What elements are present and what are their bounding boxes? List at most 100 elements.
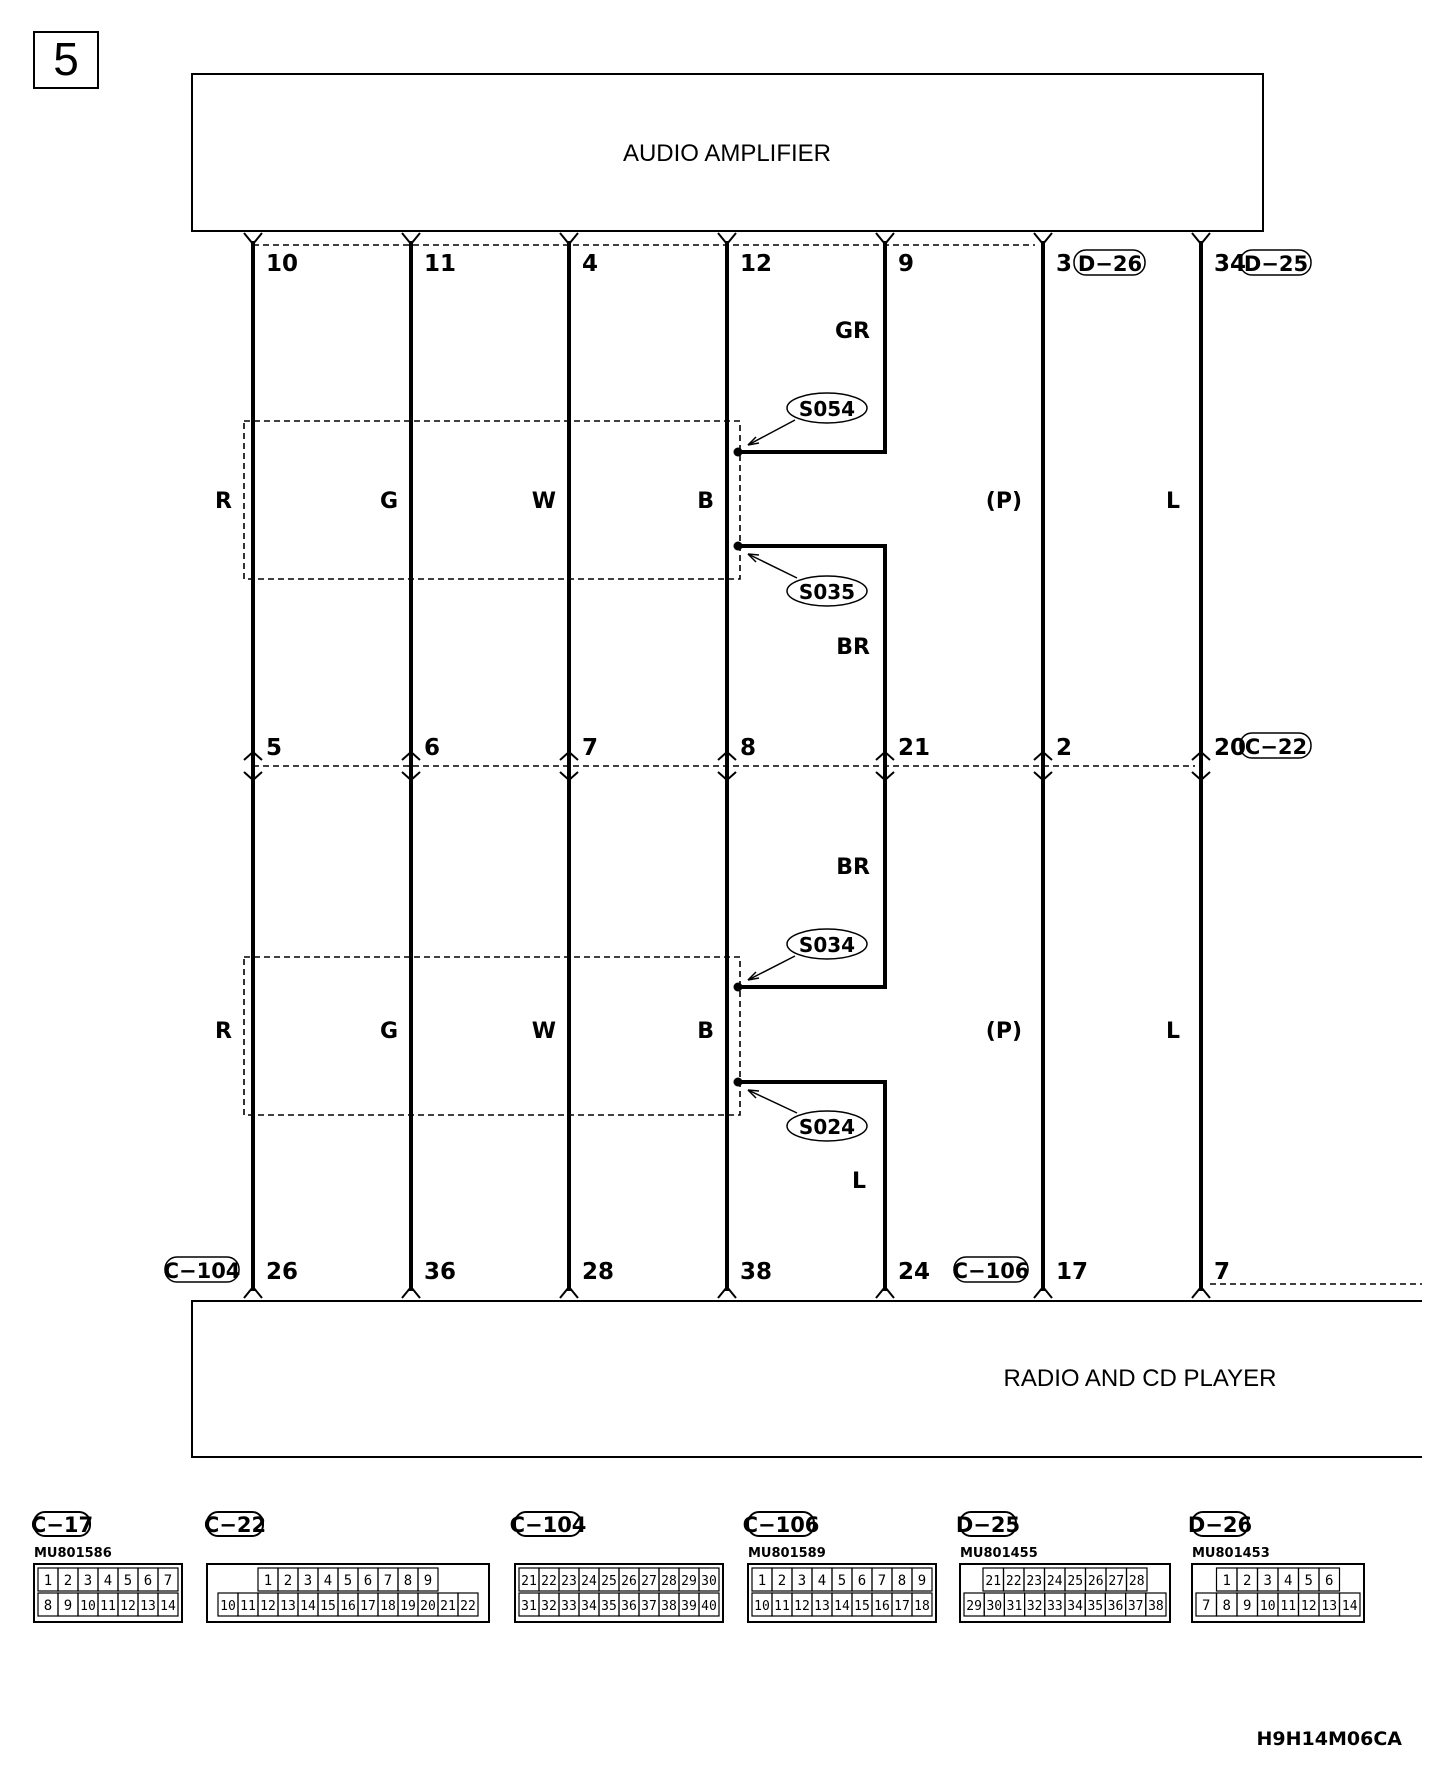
- connector-pin-number: 4: [104, 1573, 112, 1589]
- connector-pin-number: 1: [264, 1573, 272, 1589]
- connector-pin-number: 5: [344, 1573, 352, 1589]
- connector-pin-number: 38: [661, 1599, 677, 1614]
- pin-label: 38: [740, 1259, 772, 1285]
- svg-text:D−26: D−26: [1078, 252, 1142, 276]
- connector-pin-number: 2: [1243, 1573, 1251, 1589]
- wire-color-label: R: [215, 1019, 232, 1044]
- amplifier-terminal-mark: [401, 232, 421, 246]
- radio-cd-player-label: RADIO AND CD PLAYER: [1004, 1365, 1277, 1392]
- connector-tag-c106: C−106: [953, 1256, 1030, 1283]
- connector-pin-number: 10: [80, 1599, 96, 1614]
- connector-pin-number: 18: [380, 1599, 396, 1614]
- connector-pin-number: 10: [220, 1599, 236, 1614]
- connector-pin-number: 29: [681, 1574, 697, 1589]
- wire-color-label: W: [532, 489, 556, 514]
- connector-tag-d26: D−26: [1073, 249, 1146, 276]
- connector-pin-number: 1: [44, 1573, 52, 1589]
- connector-pin-number: 38: [1148, 1599, 1164, 1614]
- connector-pin-number: 7: [878, 1573, 886, 1589]
- connector-pin-number: 12: [1301, 1599, 1317, 1614]
- connector-pin-cell: [911, 1592, 933, 1617]
- connector-pin-number: 10: [1260, 1599, 1276, 1614]
- amplifier-terminal-mark: [717, 232, 737, 246]
- connector-pin-cell: [911, 1567, 933, 1592]
- radio-terminal-mark: [559, 1285, 579, 1299]
- connector-pin-number: 35: [601, 1599, 617, 1614]
- connector-pin-number: 11: [100, 1599, 116, 1614]
- connector-pin-number: 4: [818, 1573, 826, 1589]
- connector-pin-number: 6: [858, 1573, 866, 1589]
- inline-connector-mark: [559, 750, 579, 782]
- splice-dot-s054: [733, 447, 743, 457]
- wire-color-label: B: [697, 1019, 714, 1044]
- splice-dot-s035: [733, 541, 743, 551]
- connector-pin-cell: [1338, 1592, 1361, 1617]
- radio-terminal-mark: [1191, 1285, 1211, 1299]
- connector-pin-number: 12: [260, 1599, 276, 1614]
- wire-color-label: R: [215, 489, 232, 514]
- svg-text:C−106: C−106: [953, 1259, 1030, 1283]
- connector-pin-number: 37: [1128, 1599, 1144, 1614]
- connector-pin-number: 39: [681, 1599, 697, 1614]
- connector-legend-id: C−104: [510, 1513, 587, 1537]
- splice-s034: S034: [747, 928, 868, 981]
- connector-pin-number: 25: [601, 1574, 617, 1589]
- connector-pin-number: 11: [240, 1599, 256, 1614]
- connector-tag-c22: C−22: [1239, 732, 1312, 759]
- pin-label: 7: [582, 735, 598, 761]
- connector-pin-number: 23: [1026, 1574, 1042, 1589]
- inline-connector-mark: [1191, 750, 1211, 782]
- connector-tag-c104: C−104: [164, 1256, 240, 1283]
- connector-legend-tag: [206, 1511, 264, 1537]
- connector-pin-number: 36: [1108, 1599, 1124, 1614]
- connector-legend-tag: [959, 1511, 1017, 1537]
- pin-label: 10: [266, 251, 298, 277]
- connector-pin-cell: [417, 1567, 439, 1592]
- wire-color-label: BR: [836, 635, 870, 660]
- connector-pin-number: 33: [1047, 1599, 1063, 1614]
- connector-pin-number: 29: [966, 1599, 982, 1614]
- wire-color-label: L: [1166, 489, 1180, 514]
- connector-pin-number: 11: [774, 1599, 790, 1614]
- inline-connector-mark: [875, 750, 895, 782]
- connector-pin-number: 25: [1067, 1574, 1083, 1589]
- connector-pin-number: 3: [798, 1573, 806, 1589]
- pin-label: 4: [582, 251, 598, 277]
- connector-pin-number: 7: [384, 1573, 392, 1589]
- connector-pin-number: 13: [1321, 1599, 1337, 1614]
- connector-pin-number: 2: [64, 1573, 72, 1589]
- connector-pin-number: 6: [364, 1573, 372, 1589]
- wire-color-label: W: [532, 1019, 556, 1044]
- connector-pin-number: 14: [300, 1599, 316, 1614]
- connector-pin-number: 26: [621, 1574, 637, 1589]
- pin-label: 7: [1214, 1259, 1230, 1285]
- splice-s054: S054: [747, 392, 868, 446]
- connector-pin-number: 9: [64, 1598, 72, 1614]
- connector-pin-number: 15: [320, 1599, 336, 1614]
- wire-colors-lower: R G W B (P) L BR L: [215, 855, 1180, 1194]
- connector-pin-number: 36: [621, 1599, 637, 1614]
- wire-gr: [738, 241, 887, 454]
- terminal-marks: [243, 232, 1211, 1299]
- shield-box-upper: [243, 420, 741, 580]
- connector-pin-number: 16: [340, 1599, 356, 1614]
- connector-pin-number: 3: [1264, 1573, 1272, 1589]
- connector-legend-tag: [33, 1511, 91, 1537]
- connector-pin-cell: [457, 1592, 479, 1617]
- connector-pin-number: 14: [834, 1599, 850, 1614]
- wire-color-label: (P): [986, 489, 1022, 514]
- connector-legend-id: C−106: [743, 1513, 820, 1537]
- svg-text:S024: S024: [799, 1115, 855, 1139]
- radio-cd-player-box: RADIO AND CD PLAYER: [191, 1283, 1422, 1458]
- pin-label: 12: [740, 251, 772, 277]
- connector-legend-tag: [1191, 1511, 1249, 1537]
- svg-text:S034: S034: [799, 933, 855, 957]
- radio-pins: 26 36 28 38 24 17 7: [266, 1259, 1230, 1285]
- audio-amplifier-label: AUDIO AMPLIFIER: [623, 140, 831, 167]
- connector-face-outline: [33, 1563, 183, 1623]
- pin-label: 5: [266, 735, 282, 761]
- connector-legend-tag: [747, 1511, 815, 1537]
- connector-pin-number: 30: [701, 1574, 717, 1589]
- connector-legend-id: C−22: [204, 1513, 266, 1537]
